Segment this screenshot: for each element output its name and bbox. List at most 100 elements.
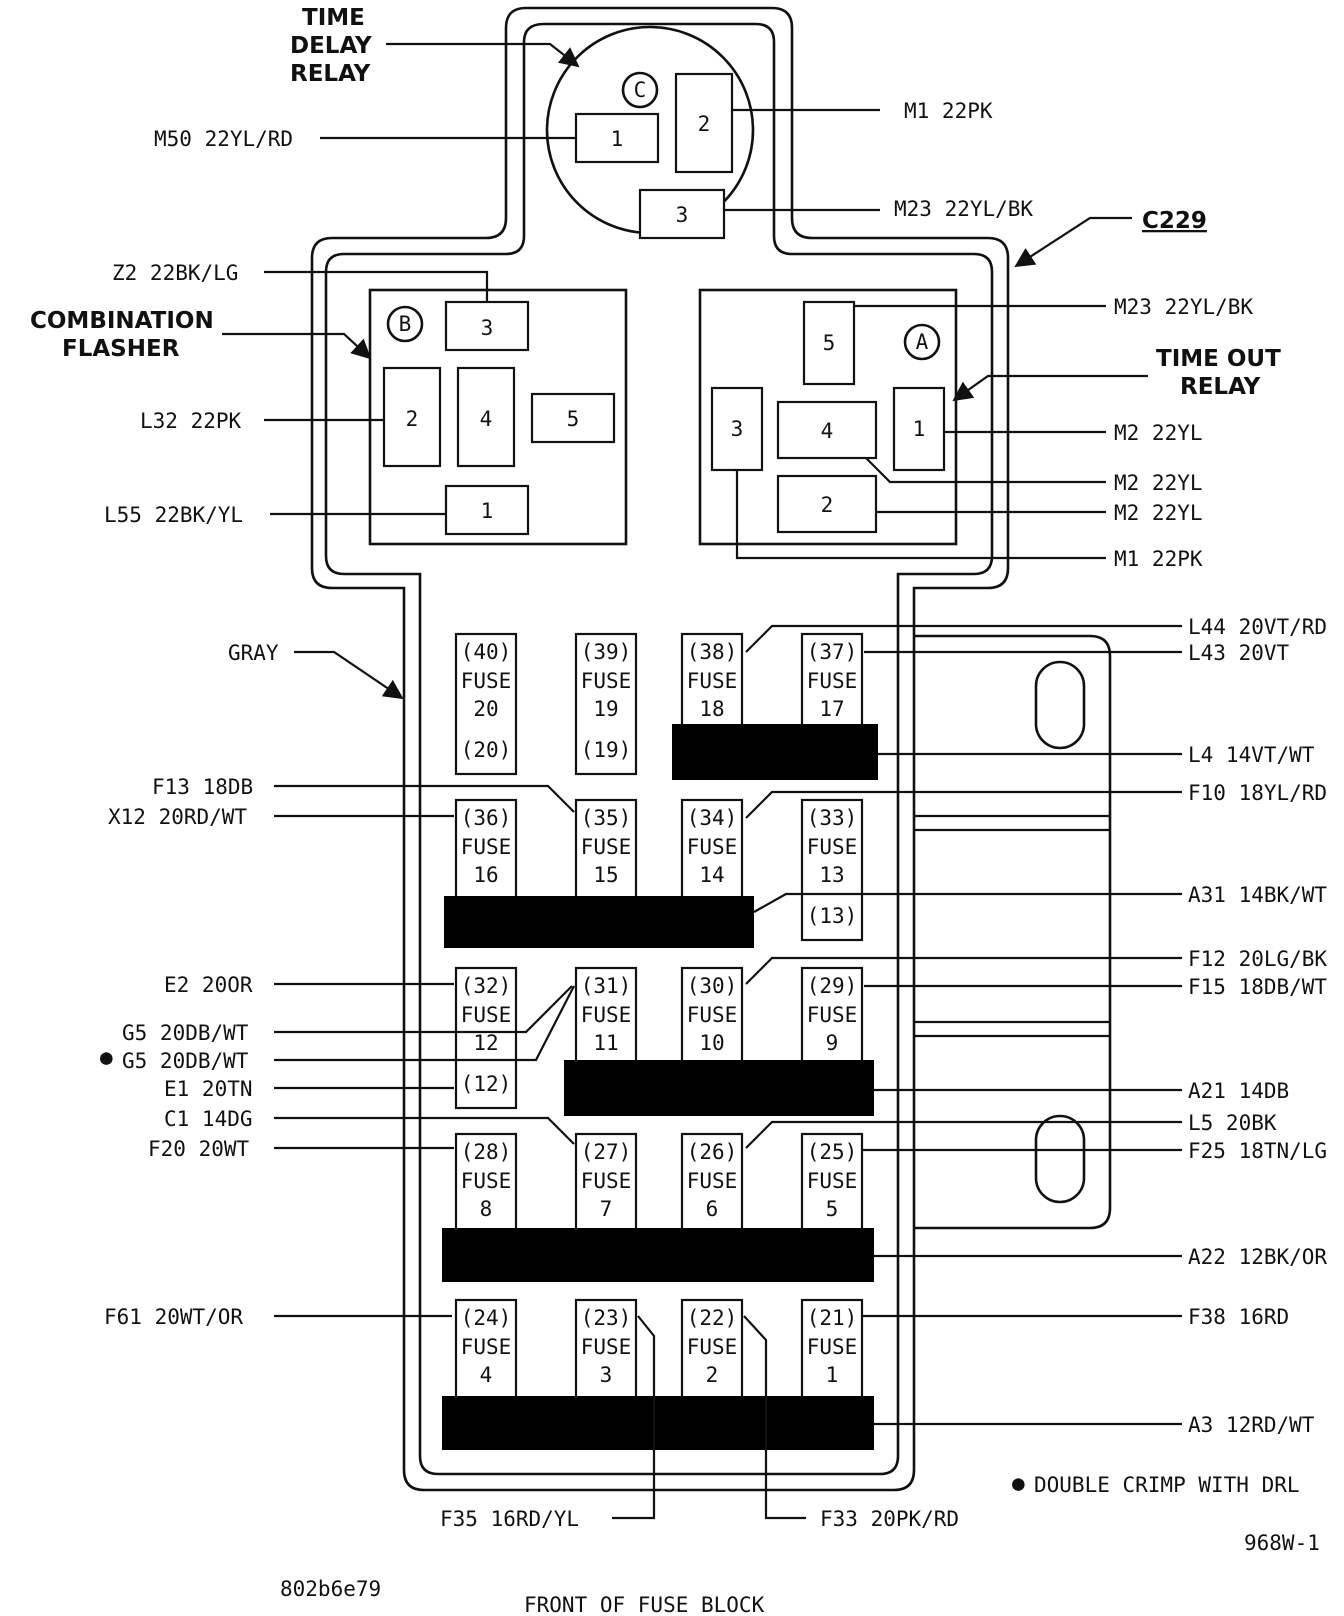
fuse-word: FUSE [581,835,632,859]
fuse-number: 6 [706,1197,719,1221]
fuse-cavity-number: (35) [581,806,632,830]
wire-f15-label: F15 18DB/WT [1188,975,1327,999]
fuse-number: 1 [826,1363,839,1387]
fuse-cavity-number: (31) [581,974,632,998]
time-delay-relay-label-line1: TIME [302,5,365,31]
wire-l5-line [745,1120,1182,1149]
fuse-word: FUSE [807,1003,858,1027]
fuse-cavity-outline [680,798,744,902]
relay-b-letter-circle [386,305,424,343]
fuse-cavity-number: (40) [461,640,512,664]
fuse-cavity-outline [574,966,638,1070]
relay-b-cavity-3 [444,300,530,352]
fuse-cavity-number: (34) [687,806,738,830]
fuse-word: FUSE [461,1003,512,1027]
bus-bar-a31 [444,896,754,948]
relay-c: C 1 2 3 [545,25,755,240]
fuse-cavity-number: (37) [807,640,858,664]
fuse-cavity-outline [574,798,638,902]
wire-e1-label: E1 20TN [164,1077,253,1101]
image-id: 802b6e79 [280,1577,381,1601]
combination-flasher-label-line1: COMBINATION [30,308,214,334]
housing-color-arrow [294,650,404,700]
connector-arrow [1014,216,1132,268]
fuse-number: 10 [699,1031,724,1055]
fuse-word: FUSE [687,1335,738,1359]
fuse-cavity-number: (21) [807,1306,858,1330]
fuse-word: FUSE [687,835,738,859]
mounting-slot-upper [1034,660,1086,750]
combination-flasher-callout: COMBINATION FLASHER [30,308,372,362]
wire-f33-label: F33 20PK/RD [820,1507,959,1531]
fuse-number: 20 [473,697,498,721]
wire-f61-label: F61 20WT/OR [104,1305,243,1329]
bus-bar-a21 [564,1060,874,1116]
relay-b-letter: B [399,312,412,336]
fuse-cavity-outline [680,1132,744,1236]
fuse-cavity-number: (24) [461,1306,512,1330]
footnote-bullet: ● [1012,1471,1025,1495]
fuse-word: FUSE [461,1169,512,1193]
fuse-number: 9 [826,1031,839,1055]
fuse-word: FUSE [461,835,512,859]
relay-a-cavity-4-label: 4 [821,419,834,443]
fuse-lower-cavity-number: (19) [581,738,632,762]
wire-x12-label: X12 20RD/WT [108,805,247,829]
time-out-relay-label-line1: TIME OUT [1156,346,1281,372]
fuse-cavity-outline [680,632,744,736]
fuse-cavity-number: (22) [687,1306,738,1330]
wire-c1-line [274,1116,575,1145]
fuse-cavity-number: (29) [807,974,858,998]
wire-l44-line [745,624,1182,653]
fuse-number: 2 [706,1363,719,1387]
fuse-20: (40) FUSE 20 (20) [454,632,518,776]
wire-f13-label: F13 18DB [152,775,253,799]
fuse-word: FUSE [687,1169,738,1193]
wire-g5-a-label: G5 20DB/WT [122,1021,249,1045]
wire-l32-label: L32 22PK [140,409,242,433]
housing-inner-outline [324,22,994,1476]
footer: ● DOUBLE CRIMP WITH DRL 968W-1 802b6e79 … [280,1471,1320,1616]
wire-g5-b-label: G5 20DB/WT [122,1049,249,1073]
relay-c-wires: M50 22YL/RD M1 22PK M23 22YL/BK [154,99,1033,221]
fuse-word: FUSE [807,1169,858,1193]
relay-a-wires: M23 22YL/BK M2 22YL M2 22YL M2 22YL M1 2… [735,295,1253,571]
wire-l4-label: L4 14VT/WT [1188,743,1315,767]
relay-b-cavity-4-label: 4 [480,407,493,431]
wire-a22-label: A22 12BK/OR [1188,1245,1327,1269]
time-delay-relay-callout: TIME DELAY RELAY [290,5,580,87]
fuse-lower-cavity-number: (20) [461,738,512,762]
relay-a-cavity-2 [776,474,878,534]
relay-b-wires: Z2 22BK/LG L32 22PK L55 22BK/YL [104,261,489,527]
fuse-number: 11 [593,1031,618,1055]
wire-f20-label: F20 20WT [148,1137,250,1161]
relay-a-socket [698,288,958,546]
wire-m1-a-line [735,470,1106,560]
fuse-cavity-number: (28) [461,1140,512,1164]
connector-label: C229 [1142,208,1207,234]
relay-a-cavity-3-label: 3 [731,417,744,441]
relay-a-cavity-5-label: 5 [823,331,836,355]
fuse-word: FUSE [687,1003,738,1027]
right-wire-leaders: L44 20VT/RD L43 20VT L4 14VT/WT F10 18YL… [745,615,1327,1437]
wire-m1-c-label: M1 22PK [904,99,993,123]
bus-bar-a3 [442,1396,874,1450]
fuse-word: FUSE [461,669,512,693]
fuse-word: FUSE [461,1335,512,1359]
fuse-cavity-outline [800,1298,864,1402]
wire-f10-label: F10 18YL/RD [1188,781,1327,805]
relay-a-cavity-5 [802,300,856,386]
fuse-cavity-number: (38) [687,640,738,664]
wire-a31-label: A31 14BK/WT [1188,883,1327,907]
relay-a: A 5 3 4 1 2 [698,288,958,546]
fuse-number: 13 [819,863,844,887]
fuse-number: 12 [473,1031,498,1055]
relay-c-cavity-2-label: 2 [698,112,711,136]
